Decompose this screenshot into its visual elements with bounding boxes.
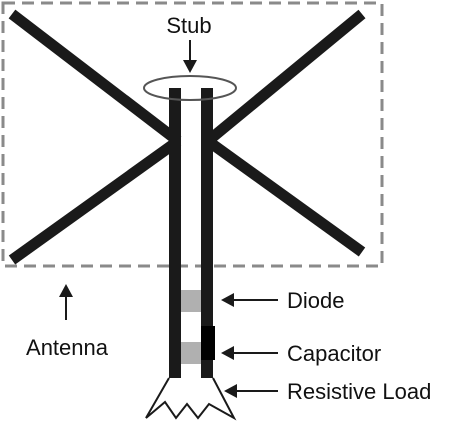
capacitor-element <box>181 342 201 364</box>
stub-label: Stub <box>166 13 211 38</box>
resistive-load-arrow-head <box>224 384 237 398</box>
transmission-rail-right <box>201 88 213 378</box>
resistive-load-zigzag <box>145 377 237 421</box>
diode-element <box>181 290 201 312</box>
capacitor-label: Capacitor <box>287 341 381 366</box>
antenna-arm-bottom-right <box>204 136 366 257</box>
diode-arrow-head <box>221 293 234 307</box>
transmission-rail-left <box>169 88 181 378</box>
stub-ring <box>143 75 237 101</box>
resistive-load-label: Resistive Load <box>287 379 431 404</box>
antenna-arm-top-right <box>204 9 366 146</box>
capacitor-plate <box>201 326 215 360</box>
antenna-arrow-head <box>59 284 73 297</box>
antenna-arm-top-left <box>8 9 182 146</box>
diode-label: Diode <box>287 288 344 313</box>
antenna-label: Antenna <box>26 335 109 360</box>
stub-arrow-head <box>183 60 197 73</box>
capacitor-arrow-head <box>221 346 234 360</box>
antenna-arm-bottom-left <box>8 136 182 265</box>
